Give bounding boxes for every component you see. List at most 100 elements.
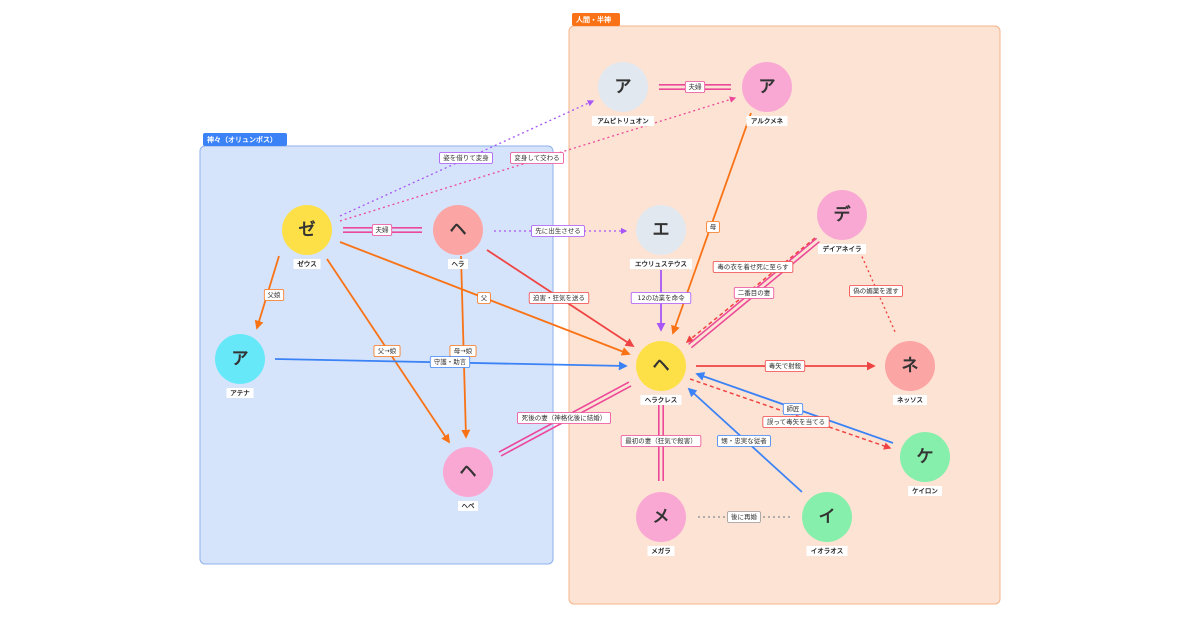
edge-label-text: 死後の妻（神格化後に結婚） xyxy=(522,413,607,422)
node-initial: ヘ xyxy=(450,220,467,240)
node-name: メガラ xyxy=(651,546,671,555)
edge-label-box xyxy=(712,261,794,273)
node-initial: メ xyxy=(653,507,670,527)
edge-label-box xyxy=(849,285,903,297)
node-name-box xyxy=(630,259,692,269)
edge-label-text: 迫害・狂気を送る xyxy=(533,293,585,302)
node-circle[interactable] xyxy=(433,205,483,255)
edge-label: 父 xyxy=(477,292,491,304)
node-circle[interactable] xyxy=(742,62,792,112)
node-initial: ア xyxy=(232,349,249,369)
edge-label-text: 姿を借りて変身 xyxy=(443,153,489,162)
node-name-box xyxy=(893,395,927,405)
node-name-box xyxy=(746,116,788,126)
edge-label-box xyxy=(429,356,471,368)
edge-line xyxy=(339,100,595,217)
edge-label-text: 夫婦 xyxy=(376,225,390,234)
node-circle[interactable] xyxy=(802,492,852,542)
node-circle[interactable] xyxy=(817,190,867,240)
node-initial: ゼ xyxy=(299,219,316,240)
edge-label: 守護・助言 xyxy=(429,356,471,368)
edge-label: 二番目の妻 xyxy=(733,287,775,299)
node-name: ヘラ xyxy=(452,260,465,268)
edge-label-box xyxy=(782,403,804,415)
edge-label-box xyxy=(371,224,393,236)
node-name-box xyxy=(458,501,478,511)
node-circle[interactable] xyxy=(636,492,686,542)
edge-label: 迫害・狂気を送る xyxy=(528,292,590,304)
edge-label: 毒の衣を着せ死に至らす xyxy=(712,261,794,273)
node-initial: イ xyxy=(819,507,836,527)
node-name: ケイロン xyxy=(912,487,938,495)
node-circle[interactable] xyxy=(885,341,935,391)
node-initial: ケ xyxy=(917,447,934,467)
node-name-box xyxy=(448,259,468,269)
node-circle[interactable] xyxy=(636,205,686,255)
edge-label: 師匠 xyxy=(782,403,804,415)
node-circle[interactable] xyxy=(598,62,648,112)
edge-label-text: 12の功業を命令 xyxy=(637,293,685,302)
edge-label-box xyxy=(684,81,706,93)
edge-label-text: 父娘 xyxy=(268,290,282,299)
edge-label-text: 師匠 xyxy=(787,404,801,413)
node-name-box xyxy=(226,388,254,398)
node-name: ヘベ xyxy=(462,502,476,510)
node-initial: ヘ xyxy=(460,462,477,482)
node-name-box xyxy=(908,486,942,496)
node-circle[interactable] xyxy=(636,341,686,391)
edge-label: 誤って毒矢を当てる xyxy=(762,416,830,428)
node-initial: ア xyxy=(615,77,632,97)
node-name: ゼウス xyxy=(297,259,317,268)
edge-label: 12の功業を命令 xyxy=(630,292,692,304)
node-circle[interactable] xyxy=(215,334,265,384)
edge-label-box xyxy=(531,225,585,237)
node-name: エウリュステウス xyxy=(635,260,687,268)
edge-label: 変身して交わる xyxy=(510,152,564,164)
edge-label-text: 夫婦 xyxy=(689,82,703,91)
node-initial: デ xyxy=(834,204,852,225)
edge-label-text: 母 xyxy=(710,223,717,231)
node-circle[interactable] xyxy=(900,432,950,482)
node-name-box xyxy=(293,259,321,269)
node-initial: エ xyxy=(653,220,670,240)
node-name-box xyxy=(806,546,848,556)
node-name-box xyxy=(818,244,866,254)
edge-label-box xyxy=(439,152,493,164)
edge-label-text: 二番目の妻 xyxy=(738,288,771,297)
edge-label-text: 先に出生させる xyxy=(535,226,581,235)
edge-label-text: 母→娘 xyxy=(454,346,473,355)
edge-label-text: 後に再婚 xyxy=(731,512,758,521)
node-circle[interactable] xyxy=(282,205,332,255)
edge-label-text: 偽の媚薬を渡す xyxy=(853,286,899,295)
node-hebe[interactable]: ヘヘベ xyxy=(443,447,493,511)
group-tag xyxy=(203,133,287,146)
edge-label-box xyxy=(263,289,285,301)
edge-zeus-amphitryon xyxy=(339,100,595,217)
node-circle[interactable] xyxy=(443,447,493,497)
edge-label: 毒矢で射殺 xyxy=(764,360,806,372)
edge-label: 母 xyxy=(706,221,720,233)
edge-label-text: 変身して交わる xyxy=(514,153,559,162)
edge-label: 姿を借りて変身 xyxy=(439,152,493,164)
edge-label-box xyxy=(630,292,692,304)
node-name: アルクメネ xyxy=(751,116,784,125)
edge-label: 先に出生させる xyxy=(531,225,585,237)
edge-label-text: 父 xyxy=(481,294,488,302)
edge-label-box xyxy=(762,416,830,428)
node-hera[interactable]: ヘヘラ xyxy=(433,205,483,269)
edge-label-box xyxy=(727,511,761,523)
edge-label-box xyxy=(764,360,806,372)
node-initial: ネ xyxy=(902,356,919,376)
group-label: 人間・半神 xyxy=(576,15,611,24)
